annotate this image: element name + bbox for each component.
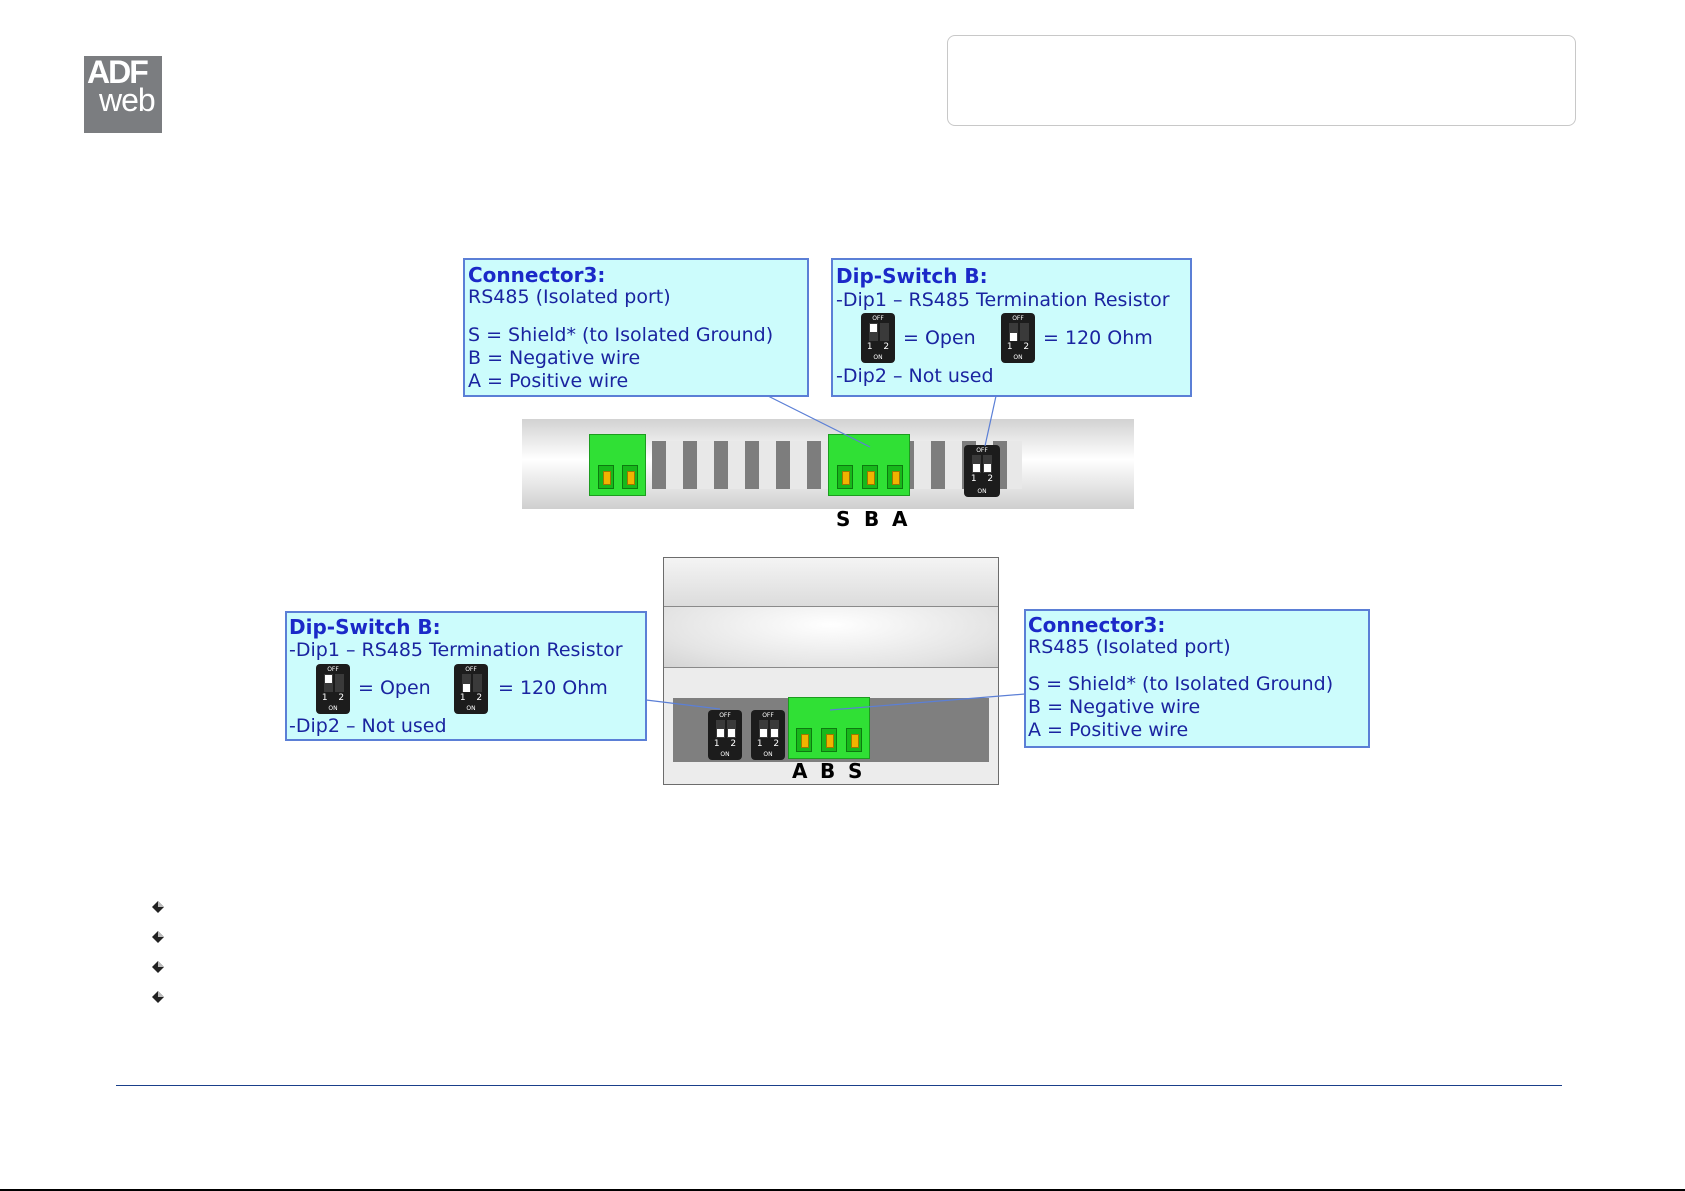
callout-line: A = Positive wire: [468, 370, 629, 392]
callout-ohm-label: = 120 Ohm: [1043, 327, 1153, 349]
bottom-connector3-block: [788, 697, 870, 759]
terminal: [598, 465, 614, 489]
callout-dip1-line: -Dip1 – RS485 Termination Resistor: [289, 639, 623, 661]
bullet-icon: [152, 991, 164, 1003]
footer-divider: [116, 1085, 1562, 1086]
logo-text-web: web: [99, 82, 156, 118]
callout-title: Connector3:: [1028, 613, 1166, 637]
terminal-s: [837, 465, 853, 489]
logo-text-adf: ADF: [87, 56, 149, 90]
bottom-device-mid-panel: [664, 607, 998, 668]
terminal-s: [846, 728, 862, 752]
dip-switch-open-icon: OFF 1 2 ON: [316, 664, 350, 714]
top-dip-switch-callout: Dip-Switch B: -Dip1 – RS485 Termination …: [831, 258, 1192, 397]
bullet-icon: [152, 931, 164, 943]
top-pin-label-b: B: [864, 507, 880, 531]
callout-line: A = Positive wire: [1028, 719, 1189, 741]
callout-dip2-line: -Dip2 – Not used: [836, 365, 994, 387]
callout-line: RS485 (Isolated port): [1028, 636, 1231, 658]
callout-title: Dip-Switch B:: [836, 264, 988, 288]
bottom-connector3-callout: Connector3: RS485 (Isolated port) S = Sh…: [1024, 609, 1370, 748]
bullet-icon: [152, 961, 164, 973]
bottom-dip-switch-callout: Dip-Switch B: -Dip1 – RS485 Termination …: [285, 611, 647, 741]
header-box: [947, 35, 1576, 126]
page-bottom-border: [0, 1189, 1685, 1191]
terminal-a: [796, 728, 812, 752]
terminal-b: [821, 728, 837, 752]
bottom-device-view: OFF 1 2 ON OFF 1 2 ON: [663, 557, 999, 785]
callout-line: B = Negative wire: [1028, 696, 1201, 718]
top-connector3-callout: Connector3: RS485 (Isolated port) S = Sh…: [463, 258, 809, 397]
callout-open-label: = Open: [903, 327, 976, 349]
top-connector3-block: [828, 434, 910, 496]
dip-switch-120ohm-icon: OFF 1 2 ON: [454, 664, 488, 714]
terminal-b: [862, 465, 878, 489]
top-pin-label-a: A: [892, 507, 908, 531]
bottom-pin-label-s: S: [848, 759, 863, 783]
callout-line: B = Negative wire: [468, 347, 641, 369]
terminal-a: [887, 465, 903, 489]
bottom-device-dip-switch-b: OFF 1 2 ON: [751, 710, 785, 760]
terminal: [622, 465, 638, 489]
callout-open-label: = Open: [358, 677, 431, 699]
callout-line: S = Shield* (to Isolated Ground): [468, 324, 774, 346]
callout-ohm-label: = 120 Ohm: [498, 677, 608, 699]
callout-dip1-line: -Dip1 – RS485 Termination Resistor: [836, 289, 1170, 311]
top-left-terminal-block: [589, 434, 646, 496]
callout-line: RS485 (Isolated port): [468, 286, 671, 308]
dip-switch-120ohm-icon: OFF 1 2 ON: [1001, 313, 1035, 363]
callout-line: S = Shield* (to Isolated Ground): [1028, 673, 1334, 695]
callout-title: Dip-Switch B:: [289, 615, 441, 639]
callout-dip2-line: -Dip2 – Not used: [289, 715, 447, 737]
bullet-icon: [152, 901, 164, 913]
callout-title: Connector3:: [468, 263, 606, 287]
adfweb-logo: ADF web: [84, 56, 162, 133]
dip-switch-open-icon: OFF 1 2 ON: [861, 313, 895, 363]
top-device-view: OFF 1 2 ON: [522, 419, 1134, 509]
top-device-dip-switch: OFF 1 2 ON: [964, 445, 1000, 497]
bottom-device-top-panel: [664, 558, 998, 607]
bottom-pin-label-a: A: [792, 759, 808, 783]
bottom-pin-label-b: B: [820, 759, 836, 783]
top-pin-label-s: S: [836, 507, 851, 531]
bottom-device-dip-switch-a: OFF 1 2 ON: [708, 710, 742, 760]
